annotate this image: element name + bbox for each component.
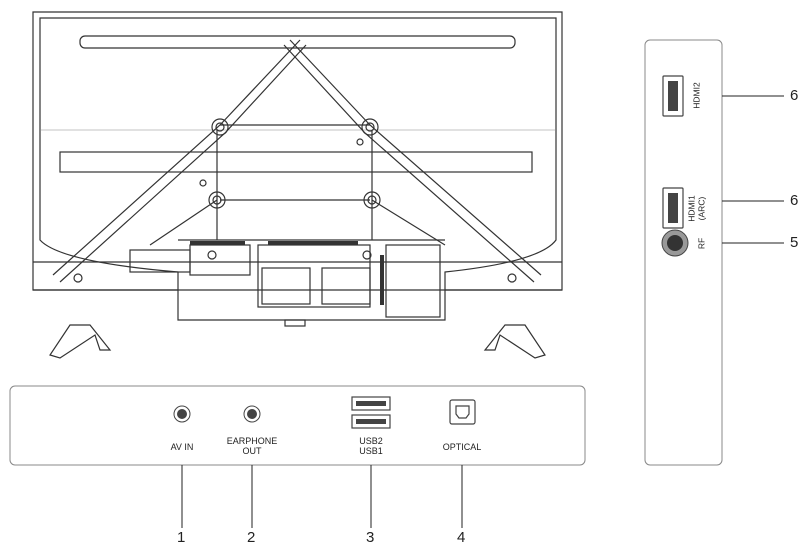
hdmi1-port-icon	[662, 187, 684, 229]
tv-back-shell	[39, 17, 557, 321]
callout-number-1: 1	[177, 529, 186, 546]
hdmi2-label: HDMI2	[691, 82, 702, 109]
callout-number-5-rf: 5	[790, 234, 799, 251]
callout-number-3: 3	[366, 529, 375, 546]
usb1-label: USB1	[359, 446, 383, 456]
stand-left	[49, 324, 112, 359]
av-in-label: AV IN	[170, 442, 194, 452]
hdmi1-label-line2: (ARC)	[696, 196, 707, 221]
optical-port-icon	[449, 399, 476, 425]
usb2-label: USB2	[359, 436, 383, 446]
mount-screw	[361, 118, 379, 136]
hdmi1-label-line1: HDMI1	[686, 195, 697, 222]
bracket-arm-left	[52, 39, 307, 283]
port-recess	[257, 244, 371, 308]
av-in-jack-icon	[173, 405, 191, 423]
mount-rail	[59, 151, 533, 173]
stand-right	[483, 324, 546, 359]
rf-label: RF	[696, 237, 707, 250]
earphone-out-label-line1: EARPHONE	[226, 436, 278, 446]
bottom-port-panel	[9, 385, 586, 466]
earphone-jack-icon	[243, 405, 261, 423]
usb2-port-icon	[351, 396, 391, 411]
bracket-arm-right	[283, 39, 542, 283]
callout-number-4: 4	[457, 529, 466, 546]
rf-port-icon	[661, 229, 689, 257]
earphone-out-label-line2: OUT	[242, 446, 262, 456]
mount-screw	[211, 118, 229, 136]
side-port-panel	[644, 39, 723, 466]
callout-number-2: 2	[247, 529, 256, 546]
usb1-port-icon	[351, 414, 391, 429]
hdmi2-port-icon	[662, 75, 684, 117]
callout-number-6-hdmi2: 6	[790, 87, 799, 104]
callout-number-6-hdmi1: 6	[790, 192, 799, 209]
mount-screw	[363, 191, 381, 209]
mount-screw	[208, 191, 226, 209]
optical-label: OPTICAL	[442, 442, 482, 452]
